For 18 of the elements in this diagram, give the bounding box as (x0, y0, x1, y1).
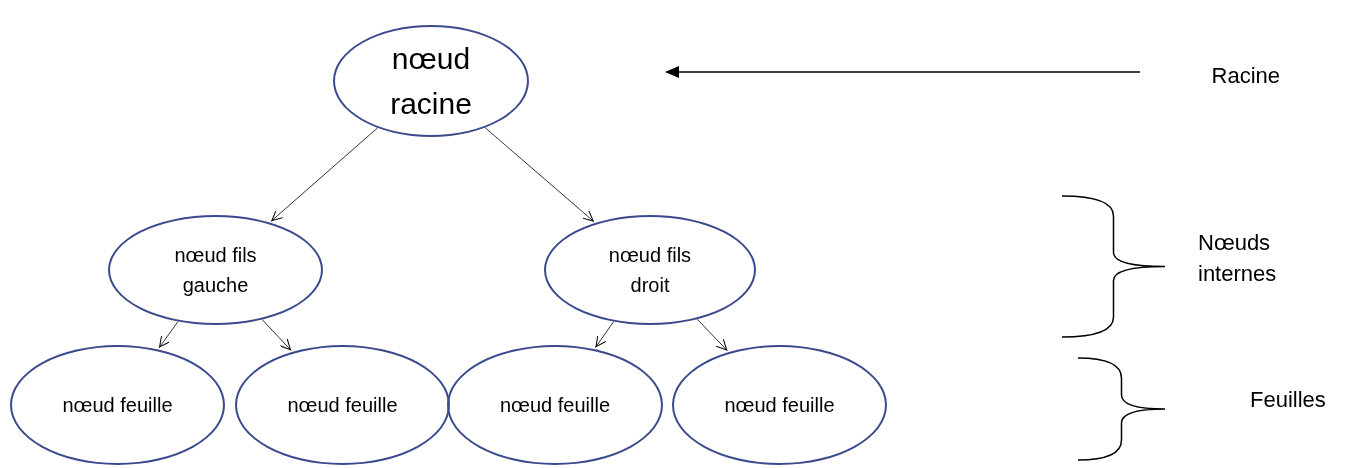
tree-node-ellipse (10, 345, 225, 465)
node-label: nœud fils droit (607, 243, 693, 298)
node-label: nœud feuille (62, 393, 173, 418)
tree-node-ellipse (235, 345, 450, 465)
text-label: Racine (1211, 61, 1280, 90)
node-label: nœud feuille (287, 393, 398, 418)
tree-node-ellipse (333, 25, 529, 137)
node-label: nœud feuille (499, 393, 611, 418)
tree-node-ellipse (108, 215, 323, 325)
node-label: nœud fils gauche (173, 243, 258, 298)
node-label: nœud feuille (724, 393, 835, 418)
text-label: Feuilles (1250, 386, 1326, 414)
node-label: nœud racine (389, 41, 473, 122)
arrow (665, 66, 1141, 78)
text-label: Nœuds internes (1198, 229, 1278, 288)
tree-node-ellipse (447, 345, 663, 465)
tree-node-ellipse (544, 215, 756, 325)
tree-node-ellipse (672, 345, 887, 465)
